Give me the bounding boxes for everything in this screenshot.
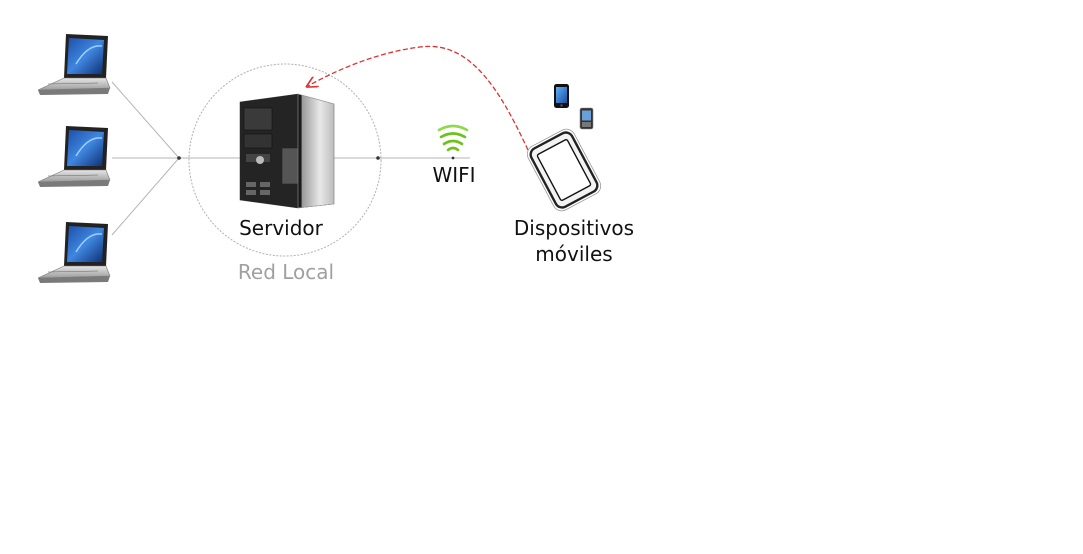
laptop-icon	[37, 34, 111, 95]
link-laptop-3	[111, 157, 180, 236]
laptop-icon	[37, 126, 111, 187]
local-network-circle	[188, 63, 382, 257]
tablet-icon	[526, 128, 602, 212]
link-laptop-1	[111, 81, 180, 159]
wifi-signal-icon	[437, 124, 469, 152]
junction-wifi	[451, 156, 455, 160]
smartphone-icon	[579, 107, 594, 130]
local-network-label: Red Local	[238, 260, 334, 284]
mobile-to-server-arrow	[308, 45, 529, 151]
junction-left	[177, 156, 181, 160]
server-tower-icon	[239, 93, 335, 209]
laptop-icon	[37, 222, 111, 283]
mobile-devices-label-line1: Dispositivos	[514, 216, 634, 240]
mobile-devices-label-line2: móviles	[535, 242, 612, 266]
server-label: Servidor	[239, 216, 324, 240]
wifi-label: WIFI	[432, 163, 475, 187]
smartphone-icon	[554, 84, 569, 108]
junction-right	[376, 156, 380, 160]
connection-lines	[111, 81, 470, 236]
